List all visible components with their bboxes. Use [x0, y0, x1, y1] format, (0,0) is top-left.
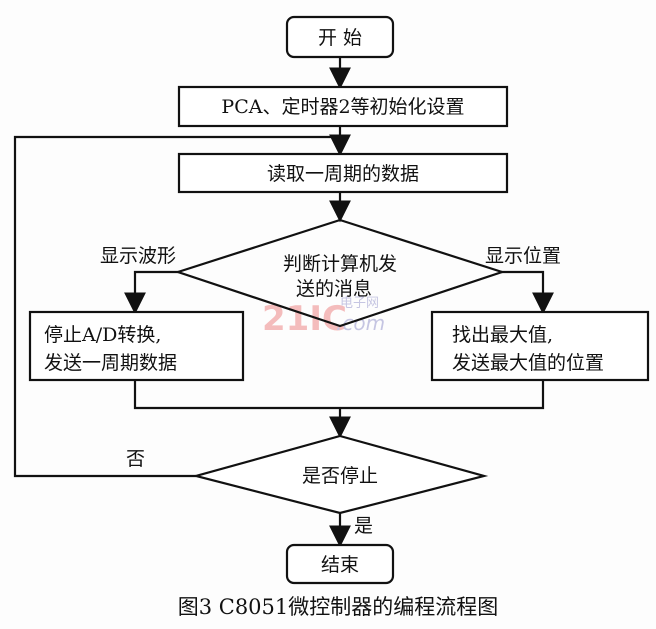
read-box: [177, 152, 509, 194]
start-node: [285, 15, 395, 59]
end-label: 结束: [321, 554, 359, 576]
right-action-box: [430, 310, 650, 382]
left-action-box: [28, 310, 245, 382]
decision-diamond: [174, 218, 506, 328]
svg-text:.com: .com: [336, 311, 385, 335]
figure-caption: 图3 C8051微控制器的编程流程图: [178, 595, 499, 619]
left-branch-label: 显示波形: [100, 245, 176, 267]
right-box-line2: 发送最大值的位置: [452, 352, 604, 374]
init-box: [177, 85, 509, 128]
stop-decision-diamond: [191, 434, 489, 515]
decision-line1: 判断计算机发: [283, 253, 397, 275]
end-node: [285, 543, 395, 585]
watermark: 21IC 电子网 .com: [262, 296, 385, 339]
arrow-left-branch: [124, 270, 180, 315]
yes-label: 是: [354, 515, 373, 537]
decision-line2: 送的消息: [296, 278, 372, 300]
right-branch-label: 显示位置: [485, 245, 561, 267]
read-label: 读取一周期的数据: [267, 163, 419, 185]
left-box-line2: 发送一周期数据: [44, 352, 177, 374]
stop-decision-label: 是否停止: [302, 465, 378, 487]
init-label: PCA、定时器2等初始化设置: [221, 96, 464, 118]
no-label: 否: [126, 448, 145, 470]
start-label: 开 始: [318, 27, 362, 49]
svg-text:电子网: 电子网: [340, 296, 379, 311]
loop-back-line: [13, 135, 340, 478]
right-box-line1: 找出最大值,: [452, 324, 553, 346]
arrow-right-branch: [500, 270, 554, 315]
merge-line: [133, 380, 545, 410]
left-box-line1: 停止A/D转换,: [44, 324, 161, 346]
